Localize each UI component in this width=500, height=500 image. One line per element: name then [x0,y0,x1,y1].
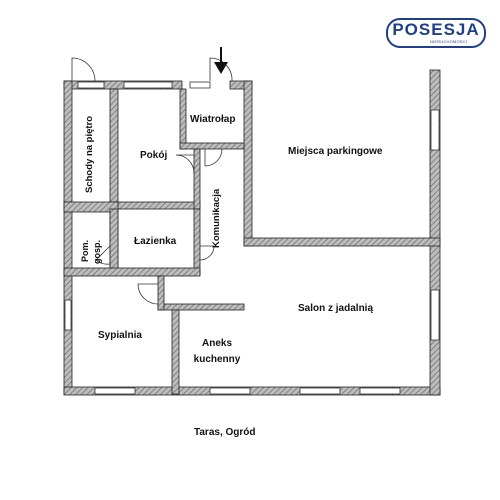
doors [71,57,233,305]
entrance-arrow [214,47,228,74]
label-kitchen-line1: Aneks [201,338,232,349]
label-utility-line1: Pom. [80,239,90,262]
windows [64,81,440,395]
label-bathroom: Łazienka [134,236,177,247]
label-parking: Miejsca parkingowe [288,146,383,157]
logo-brand: POSESJA [392,20,480,39]
label-utility-line2: gosp. [92,240,102,264]
label-vestibule: Wiatrołap [190,114,236,125]
label-terrace: Taras, Ogród [194,427,256,438]
label-room: Pokój [140,150,168,161]
walls [63,69,441,396]
label-living: Salon z jadalnią [298,303,374,314]
label-communication: Komunikacja [211,188,222,248]
label-kitchen-line2: kuchenny [193,354,241,365]
label-stairs: Schody na piętro [84,115,95,193]
label-bedroom: Sypialnia [98,330,142,341]
logo-frame [386,18,486,48]
brand-logo: POSESJA NIERUCHOMOŚCI [386,18,486,48]
logo-tagline: NIERUCHOMOŚCI [430,39,468,44]
